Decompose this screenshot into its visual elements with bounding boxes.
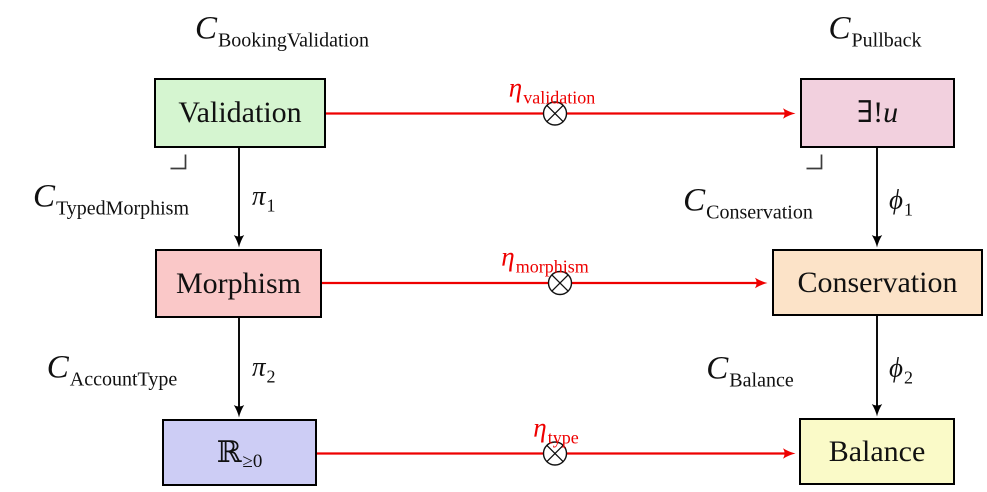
label-phi2: ϕ2 — [889, 352, 913, 388]
label-eta-type: ηtype — [533, 412, 579, 448]
node-morphism-label: Morphism — [175, 266, 301, 300]
pullback-corner-icon — [806, 154, 823, 170]
category-label-balance: CBalance — [706, 350, 794, 392]
label-pi2: π2 — [252, 351, 276, 387]
category-label-conservation: CConservation — [683, 182, 813, 224]
script-c: C — [828, 10, 851, 47]
exists-unique-symbol: ∃! — [856, 96, 884, 129]
category-label-typed-morphism: CTypedMorphism — [32, 178, 190, 220]
node-validation-label: Validation — [178, 96, 302, 129]
reals-symbol: ℝ — [216, 435, 242, 469]
tensor-product-icon — [542, 101, 568, 126]
node-pullback-variable: u — [883, 96, 899, 129]
script-c: C — [194, 10, 217, 47]
node-balance: Balance — [799, 418, 955, 485]
node-balance-label: Balance — [828, 434, 926, 468]
category-label-pullback: CPullback — [828, 10, 922, 52]
node-conservation: Conservation — [772, 249, 983, 316]
node-conservation-label: Conservation — [797, 265, 958, 299]
node-validation: Validation — [154, 78, 326, 148]
label-eta-validation: ηvalidation — [508, 72, 596, 108]
label-pi1: π1 — [252, 180, 276, 216]
tensor-product-icon — [547, 270, 573, 296]
script-c: C — [46, 349, 69, 386]
category-label-account-type: CAccountType — [46, 349, 178, 391]
category-label-booking-validation: CBookingValidation — [194, 10, 370, 52]
script-c: C — [683, 182, 706, 219]
pullback-corner-icon — [170, 154, 187, 170]
tensor-product-icon — [542, 441, 568, 466]
reals-subscript: ≥0 — [242, 451, 263, 472]
script-c: C — [32, 178, 55, 215]
label-phi1: ϕ1 — [889, 184, 913, 220]
node-morphism: Morphism — [155, 249, 322, 318]
label-eta-morphism: ηmorphism — [501, 241, 589, 277]
script-c: C — [706, 350, 729, 387]
node-pullback-object: ∃!u — [800, 78, 955, 148]
node-nonneg-reals: ℝ≥0 — [162, 419, 317, 486]
